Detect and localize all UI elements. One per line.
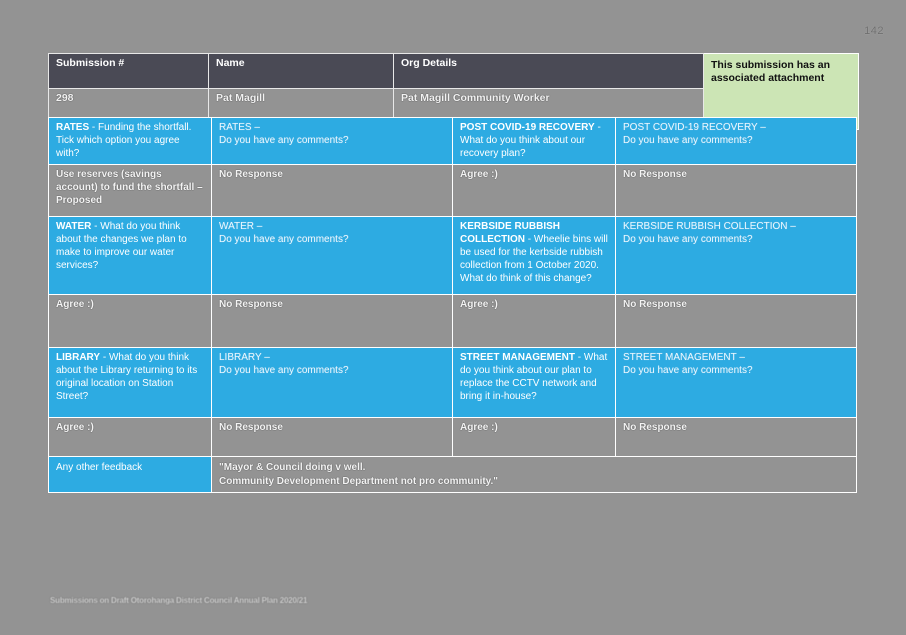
comment-answer-kerbside-rubbish: No Response [615, 294, 857, 349]
comment-prompt-water: WATER – Do you have any comments? [211, 216, 453, 296]
header-submission-number: Submission # [48, 53, 209, 89]
question-rates-topic: RATES [56, 122, 90, 133]
comment-prompt-kerbside-rubbish: KERBSIDE RUBBISH COLLECTION – Do you hav… [615, 216, 857, 296]
question-water: WATER - What do you think about the chan… [48, 216, 212, 296]
question-post-covid-recovery: POST COVID-19 RECOVERY - What do you thi… [452, 116, 616, 166]
comment-answer-post-covid-recovery: No Response [615, 164, 857, 218]
comment-prompt-post-covid-recovery-line2: Do you have any comments? [623, 134, 753, 146]
question-library: LIBRARY - What do you think about the Li… [48, 347, 212, 419]
question-rates-text: - Funding the shortfall. Tick which opti… [56, 122, 192, 159]
question-rates: RATES - Funding the shortfall. Tick whic… [48, 116, 212, 166]
answer-row-2: Agree :) No Response Agree :) No Respons… [48, 294, 857, 349]
comment-prompt-kerbside-rubbish-line1: KERBSIDE RUBBISH COLLECTION – [623, 221, 796, 233]
comment-prompt-post-covid-recovery: POST COVID-19 RECOVERY – Do you have any… [615, 116, 857, 166]
question-header-row-2: WATER - What do you think about the chan… [48, 216, 857, 296]
header-name: Name [208, 53, 394, 89]
answer-rates: Use reserves (savings account) to fund t… [48, 164, 212, 218]
question-library-text: - What do you think about the Library re… [56, 352, 198, 402]
other-feedback-table: Any other feedback "Mayor & Council doin… [48, 456, 857, 493]
page-footer: Submissions on Draft Otorohanga District… [50, 596, 308, 605]
comment-prompt-library: LIBRARY – Do you have any comments? [211, 347, 453, 419]
question-water-text: - What do you think about the changes we… [56, 221, 187, 271]
comment-prompt-street-management: STREET MANAGEMENT – Do you have any comm… [615, 347, 857, 419]
meta-header-row: Submission # Name Org Details This submi… [48, 53, 859, 89]
question-library-topic: LIBRARY [56, 352, 101, 364]
comment-prompt-post-covid-recovery-line1: POST COVID-19 RECOVERY – [623, 122, 766, 133]
answer-water: Agree :) [48, 294, 212, 349]
submission-meta-table: Submission # Name Org Details This submi… [48, 53, 859, 130]
question-kerbside-rubbish: KERBSIDE RUBBISH COLLECTION - Wheelie bi… [452, 216, 616, 296]
other-feedback-value: "Mayor & Council doing v well. Community… [211, 456, 857, 493]
other-feedback-label: Any other feedback [48, 456, 212, 493]
question-street-management-text: - What do you think about our plan to re… [460, 352, 608, 402]
other-feedback-line-2: Community Development Department not pro… [219, 475, 499, 487]
other-feedback-line-1: "Mayor & Council doing v well. [219, 462, 366, 473]
comment-prompt-rates: RATES – Do you have any comments? [211, 116, 453, 166]
question-water-topic: WATER [56, 221, 92, 233]
comment-prompt-street-management-line1: STREET MANAGEMENT – [623, 352, 745, 364]
comment-prompt-street-management-line2: Do you have any comments? [623, 365, 753, 377]
questions-answers-table: RATES - Funding the shortfall. Tick whic… [48, 116, 857, 470]
comment-prompt-water-line2: Do you have any comments? [219, 234, 349, 246]
answer-post-covid-recovery: Agree :) [452, 164, 616, 218]
question-street-management: STREET MANAGEMENT - What do you think ab… [452, 347, 616, 419]
attachment-notice: This submission has an associated attach… [703, 53, 859, 89]
comment-prompt-rates-line2: Do you have any comments? [219, 134, 349, 146]
page-number: 142 [864, 25, 884, 37]
question-street-management-topic: STREET MANAGEMENT [460, 352, 575, 364]
question-header-row-3: LIBRARY - What do you think about the Li… [48, 347, 857, 419]
comment-answer-water: No Response [211, 294, 453, 349]
answer-kerbside-rubbish: Agree :) [452, 294, 616, 349]
answer-row-1: Use reserves (savings account) to fund t… [48, 164, 857, 218]
question-kerbside-rubbish-text: - Wheelie bins will be used for the kerb… [460, 234, 608, 284]
comment-prompt-rates-line1: RATES – [219, 122, 260, 133]
other-feedback-row: Any other feedback "Mayor & Council doin… [48, 456, 857, 493]
comment-answer-rates: No Response [211, 164, 453, 218]
header-org-details: Org Details [393, 53, 704, 89]
question-post-covid-recovery-text: - What do you think about our recovery p… [460, 122, 601, 159]
question-post-covid-recovery-topic: POST COVID-19 RECOVERY [460, 122, 595, 133]
comment-prompt-water-line1: WATER – [219, 221, 263, 233]
comment-prompt-library-line1: LIBRARY – [219, 352, 270, 364]
question-header-row-1: RATES - Funding the shortfall. Tick whic… [48, 116, 857, 166]
question-kerbside-rubbish-topic: KERBSIDE RUBBISH COLLECTION [460, 221, 561, 246]
comment-prompt-kerbside-rubbish-line2: Do you have any comments? [623, 234, 753, 246]
comment-prompt-library-line2: Do you have any comments? [219, 365, 349, 377]
